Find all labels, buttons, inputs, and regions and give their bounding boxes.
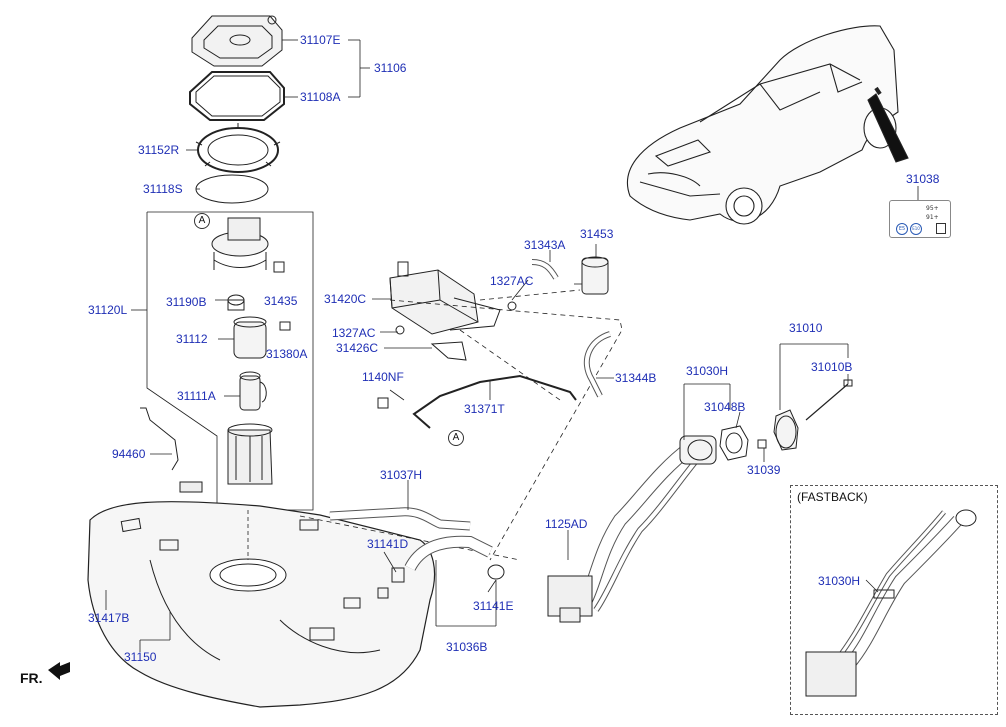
part-label-31107e[interactable]: 31107E: [300, 33, 341, 47]
part-label-31111a[interactable]: 31111A: [177, 389, 216, 403]
part-label-1140nf[interactable]: 1140NF: [362, 370, 404, 384]
clamp-leaders: [383, 551, 497, 627]
clip-1140nf: [377, 397, 389, 409]
part-label-31112[interactable]: 31112: [176, 332, 208, 346]
car-illustration: [626, 25, 909, 225]
part-label-31141e[interactable]: 31141E: [473, 599, 514, 613]
bolt-1327ac: [395, 325, 405, 335]
part-label-31417b[interactable]: 31417B: [88, 611, 130, 625]
part-label-31108a[interactable]: 31108A: [300, 90, 341, 104]
fuel-door-31010: [773, 409, 799, 451]
part-label-31106[interactable]: 31106: [374, 61, 407, 75]
cable-31010b: [805, 383, 849, 421]
lock-ring-31152r: [195, 123, 281, 173]
part-label-31036b[interactable]: 31036B: [446, 640, 488, 654]
part-label-31010[interactable]: 31010: [789, 321, 823, 335]
front-direction-label: FR.: [20, 670, 43, 686]
part-label-31030h-fastback[interactable]: 31030H: [818, 574, 861, 588]
part-label-31030h[interactable]: 31030H: [686, 364, 729, 378]
seal-31118s: [195, 174, 269, 204]
hose-31037h: [329, 507, 471, 531]
tube-31371t: [412, 374, 577, 429]
tag-e5-icon: E5: [896, 223, 908, 235]
callout-a-tube: A: [448, 430, 464, 446]
fastback-filler-neck: [805, 509, 977, 697]
tag-line-2: 91+: [926, 214, 939, 221]
hose-31036b: [404, 535, 493, 572]
pump-body-31112: [233, 316, 267, 359]
part-label-31426c[interactable]: 31426C: [336, 341, 379, 355]
leaders-top-left: [186, 39, 370, 190]
part-label-31380a[interactable]: 31380A: [266, 347, 308, 361]
tank-leaders: [105, 590, 171, 652]
part-label-31371t[interactable]: 31371T: [464, 402, 505, 416]
part-label-94460[interactable]: 94460: [112, 447, 146, 461]
canister-leaders: [372, 298, 432, 349]
filter-31453: [581, 256, 609, 295]
canister-31420c: [389, 261, 501, 335]
part-label-31118s[interactable]: 31118S: [143, 182, 183, 196]
fuel-label-tag: 95+ 91+ E5 E10: [889, 200, 951, 238]
neck-leaders: [567, 383, 731, 560]
part-label-31343a[interactable]: 31343A: [524, 238, 566, 252]
clamp-31141e: [487, 564, 505, 580]
callout-a-pump: A: [194, 213, 210, 229]
bracket-31426c: [430, 341, 467, 361]
screw-31039: [757, 439, 767, 449]
part-label-31037h[interactable]: 31037H: [380, 468, 423, 482]
part-label-31453[interactable]: 31453: [580, 227, 614, 241]
front-arrow-icon: [48, 662, 70, 680]
door-leaders: [763, 343, 849, 462]
part-label-1125ad[interactable]: 1125AD: [545, 517, 588, 531]
fastback-title: (FASTBACK): [797, 490, 868, 504]
fastback-inset: [790, 485, 998, 715]
part-label-31150[interactable]: 31150: [124, 650, 157, 664]
fuel-tank-31150: [87, 501, 436, 708]
pump-flange: [211, 217, 269, 270]
vent-hose-31343a: [531, 259, 559, 280]
pump-31111a: [239, 371, 267, 411]
clamp-31141d: [391, 567, 405, 583]
tag-book-icon: [936, 223, 946, 234]
part-label-31048b[interactable]: 31048B: [704, 400, 746, 414]
part-label-1327ac-a[interactable]: 1327AC: [332, 326, 376, 340]
part-label-31141d[interactable]: 31141D: [367, 537, 409, 551]
part-label-1327ac-b[interactable]: 1327AC: [490, 274, 534, 288]
tag-line-1: 95+: [926, 205, 939, 212]
filler-neck-31030h: [547, 435, 717, 623]
filter-31190b: [227, 294, 245, 311]
part-label-31435[interactable]: 31435: [264, 294, 298, 308]
part-label-31120l[interactable]: 31120L: [88, 303, 128, 317]
pump-cover-31107e: [191, 15, 283, 67]
sender-94460: [140, 407, 203, 493]
part-label-31010b[interactable]: 31010B: [811, 360, 853, 374]
part-label-31152r[interactable]: 31152R: [138, 143, 180, 157]
gasket-31048b: [719, 425, 749, 461]
part-label-31420c[interactable]: 31420C: [324, 292, 367, 306]
gasket-31108a: [189, 71, 285, 121]
hose-31344b: [583, 331, 612, 398]
part-label-31038[interactable]: 31038: [906, 172, 940, 186]
cable-end: [843, 379, 853, 387]
small-parts: [150, 261, 291, 455]
part-label-31039[interactable]: 31039: [747, 463, 781, 477]
strainer-reservoir: [227, 423, 273, 485]
bolt-1327ac-2: [507, 301, 517, 311]
part-label-31190b[interactable]: 31190B: [166, 295, 207, 309]
tag-e10-icon: E10: [910, 223, 922, 235]
part-label-31344b[interactable]: 31344B: [615, 371, 657, 385]
